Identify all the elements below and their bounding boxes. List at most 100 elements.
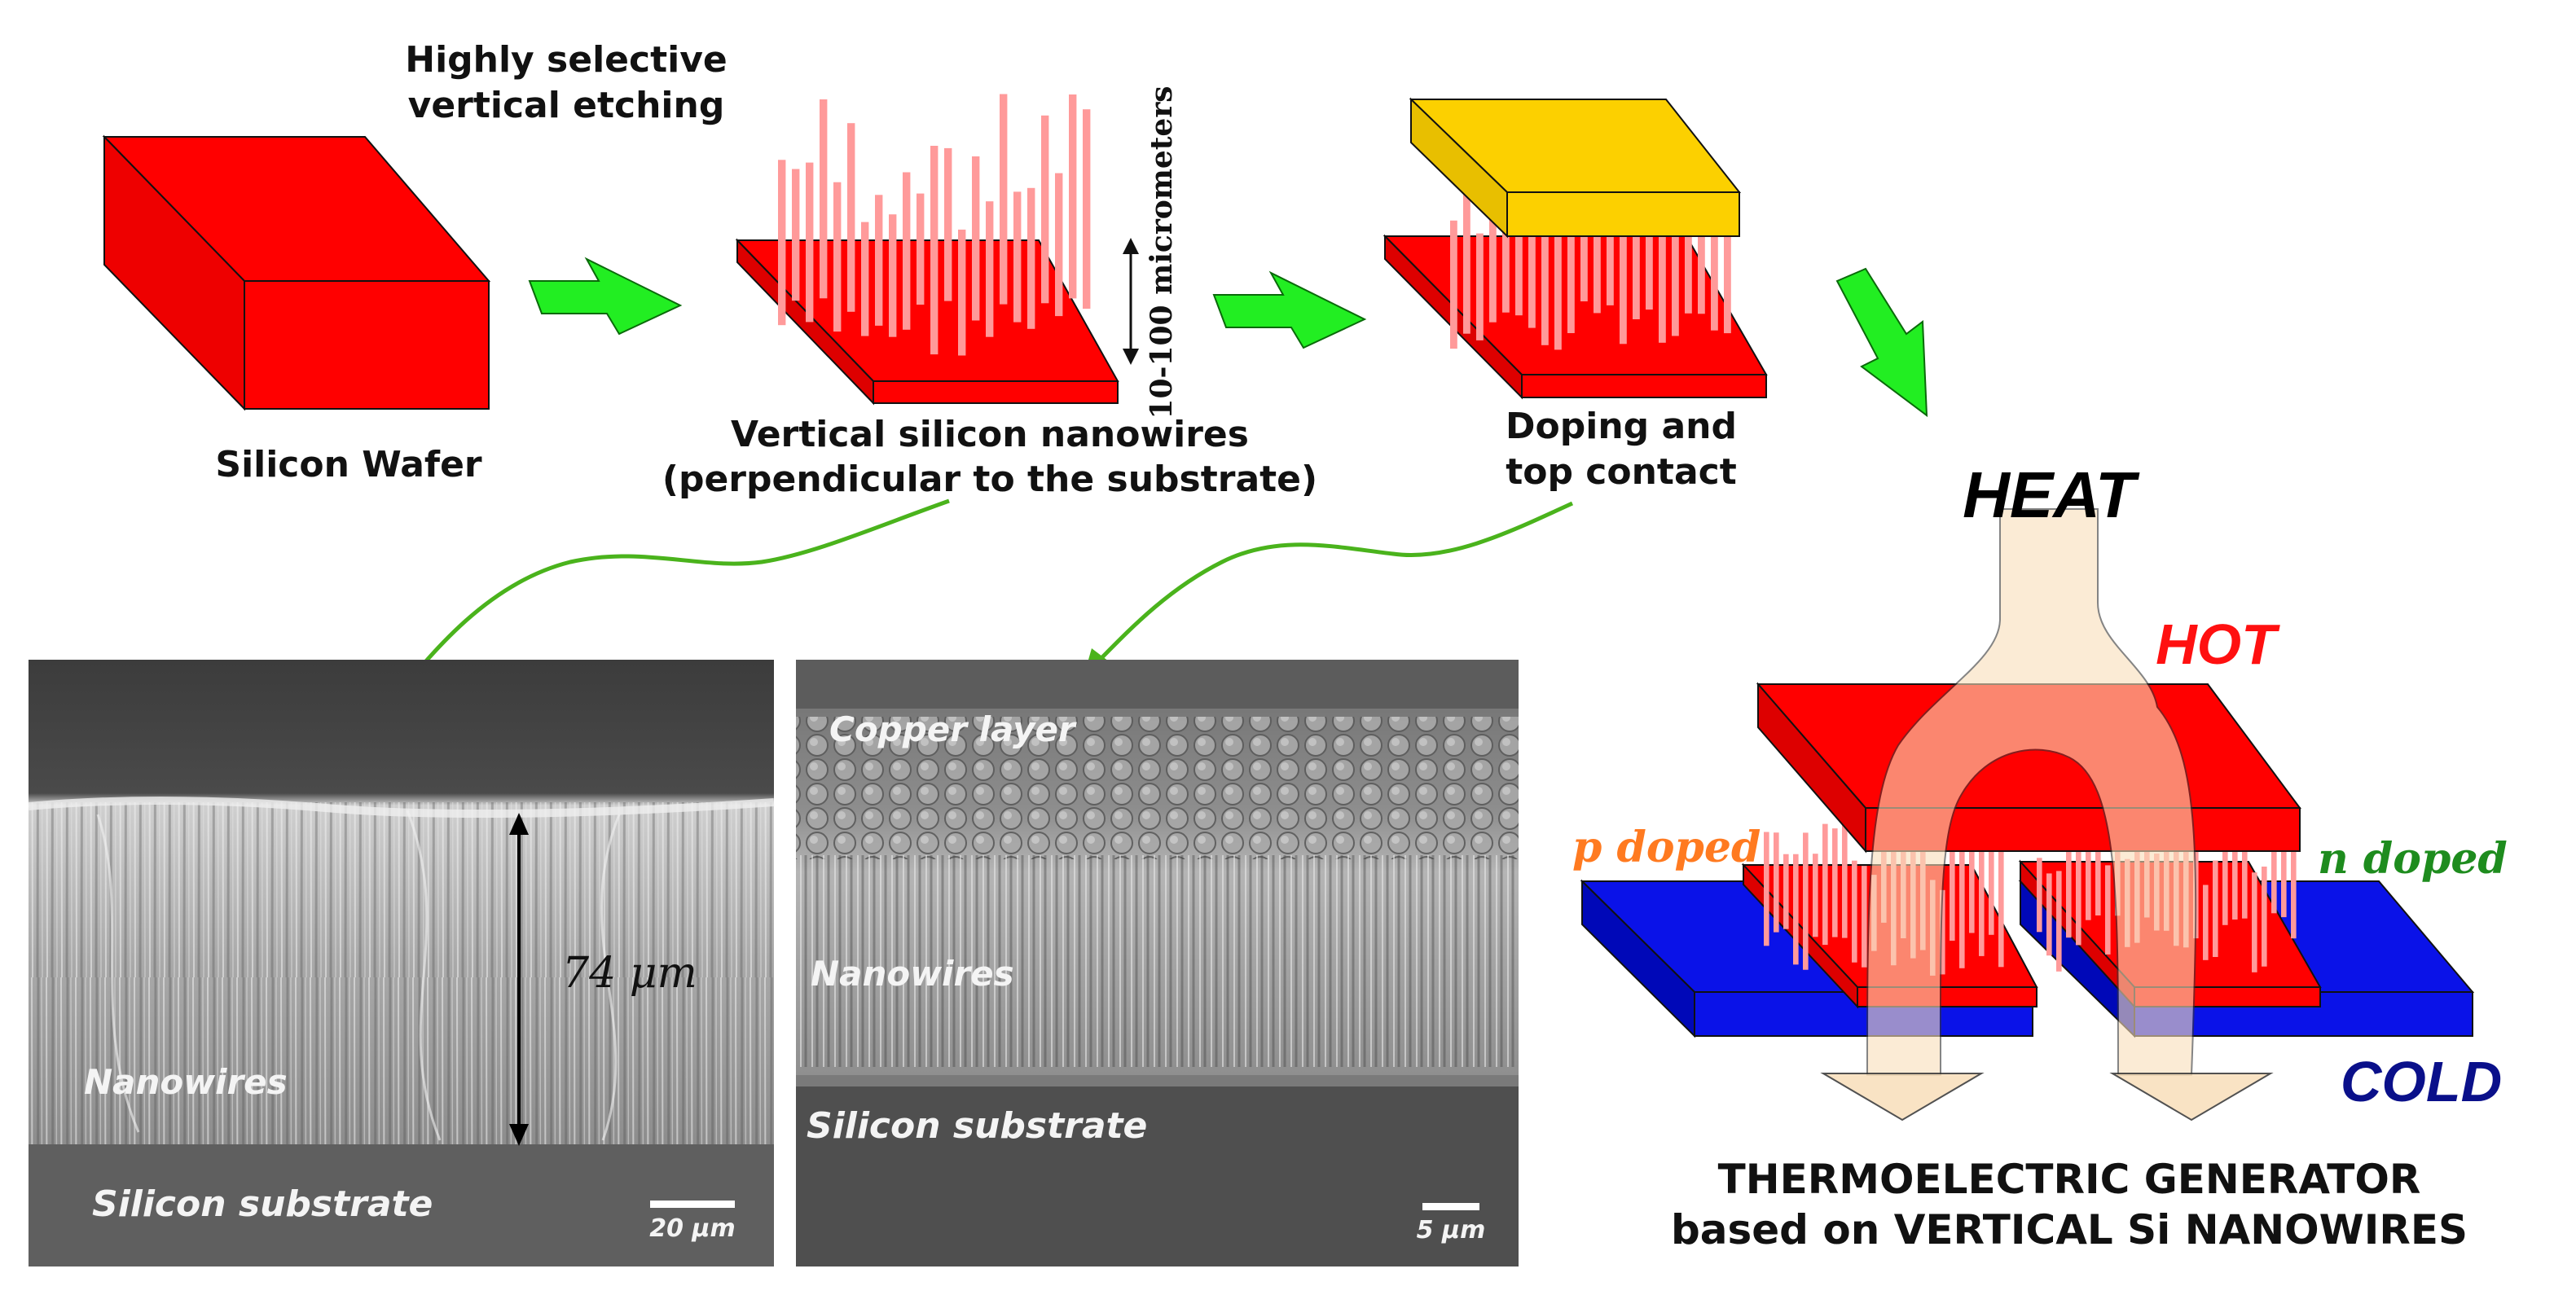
nanowire	[1724, 233, 1731, 334]
nanowire-n-leg	[2242, 813, 2248, 919]
nanowire	[861, 222, 869, 336]
nanowire-n-leg	[2095, 831, 2101, 915]
cold-label: COLD	[2341, 1050, 2502, 1113]
height-label: 10-100 micrometers	[1145, 86, 1179, 419]
nanowire-n-leg	[2066, 829, 2072, 938]
nanowire	[1528, 212, 1536, 328]
teg-nanowire-legs	[1764, 782, 2297, 976]
nanowire	[1659, 236, 1666, 343]
nanowire	[1013, 191, 1022, 323]
nanowire	[820, 99, 828, 299]
nanowire-p-leg	[1989, 814, 1994, 935]
nanowire	[986, 201, 994, 337]
nanowire-n-leg	[2281, 821, 2287, 918]
nanowire	[972, 156, 980, 321]
p-doped-label: p doped	[1572, 823, 1761, 872]
nanowire	[1083, 109, 1091, 309]
nanowire-n-leg	[2271, 792, 2277, 914]
nanowire	[847, 123, 855, 312]
silicon-wafer-block	[102, 134, 491, 411]
nanowire	[1711, 197, 1718, 331]
nanowire-n-leg	[2232, 820, 2238, 920]
nanowire	[1069, 94, 1077, 299]
nanowire	[875, 195, 883, 326]
nanowire-p-leg	[1959, 831, 1965, 968]
nanowire	[1698, 187, 1705, 314]
generator-title-line1: THERMOELECTRIC GENERATOR	[1718, 1156, 2421, 1203]
nanowire-n-leg	[2291, 837, 2297, 939]
nanowire	[1685, 207, 1692, 314]
nanowire-p-leg	[1862, 866, 1867, 968]
nanowire	[944, 147, 952, 301]
nanowire	[833, 182, 842, 332]
sem-image-left	[28, 660, 775, 1266]
nanowire	[1633, 228, 1640, 319]
nanowire-p-leg	[1950, 842, 1955, 941]
connector-curve-right	[1082, 501, 1574, 683]
nanowire-p-leg	[1842, 818, 1848, 938]
nanowire-p-leg	[1969, 833, 1975, 933]
nanowire-p-leg	[1783, 854, 1789, 929]
nanowire-array-step3	[1450, 162, 1731, 350]
nanowires-label-line2: (perpendicular to the substrate)	[662, 459, 1317, 500]
nanowire-p-leg	[1832, 828, 1838, 937]
gold-top-contact	[1409, 97, 1742, 239]
nanowire	[1580, 195, 1588, 301]
sem-image-right	[796, 660, 1519, 1266]
nanowire	[930, 146, 939, 355]
nanowire	[917, 193, 925, 305]
heat-flow	[1820, 508, 2274, 1122]
nanowire-n-leg	[2076, 833, 2081, 946]
nanowire	[1055, 173, 1063, 317]
nanowire-n-leg	[2213, 860, 2218, 957]
nanowire	[1450, 220, 1457, 349]
height-indicator	[1123, 238, 1139, 365]
nanowire	[1041, 115, 1049, 304]
nanowire-n-leg	[2046, 873, 2052, 956]
nanowire	[1027, 187, 1035, 329]
nanowire-p-leg	[1764, 832, 1769, 946]
nanowire-n-leg	[2262, 867, 2267, 967]
nanowire-p-leg	[1979, 824, 1985, 956]
nanowire	[889, 214, 897, 337]
nanowire	[1594, 222, 1601, 314]
sem-right-copper-label: Copper layer	[829, 709, 1077, 749]
heat-label: HEAT	[1963, 459, 2140, 531]
nanowire-array-step2	[778, 94, 1091, 356]
nanowire-n-leg	[2056, 871, 2062, 972]
nanowire	[1554, 231, 1562, 350]
nanowire	[1000, 94, 1008, 305]
nanowire	[778, 160, 786, 326]
nanowires-label-line1: Vertical silicon nanowires	[731, 414, 1249, 455]
nanowire	[1541, 197, 1549, 345]
nanowire-p-leg	[1852, 860, 1857, 963]
nanowire-substrate	[735, 238, 1119, 406]
etching-label-line2: vertical etching	[408, 85, 725, 126]
nanowire	[1502, 210, 1510, 313]
nanowire-p-leg	[1998, 839, 2004, 968]
doped-substrate	[1383, 234, 1768, 400]
n-doped-label: n doped	[2318, 834, 2508, 884]
sem-left-scalebar-label: 20 μm	[649, 1214, 736, 1243]
sem-left-substrate-label: Silicon substrate	[92, 1183, 433, 1225]
hot-label: HOT	[2156, 612, 2280, 676]
sem-right-nanowires-label: Nanowires	[811, 954, 1014, 994]
doping-label-line2: top contact	[1506, 451, 1737, 493]
sem-right-scalebar-label: 5 μm	[1417, 1216, 1486, 1245]
nanowire-n-leg	[2252, 872, 2257, 972]
nanowire	[958, 229, 966, 356]
nanowire	[1515, 162, 1523, 316]
nanowire	[1646, 183, 1653, 310]
nanowire	[1489, 217, 1497, 323]
nanowire-p-leg	[1803, 832, 1809, 970]
sem-left-length-label: 74 μm	[562, 949, 697, 998]
nanowire-p-leg	[1813, 854, 1818, 937]
process-arrow-1	[528, 257, 683, 336]
nanowire	[903, 172, 911, 330]
nanowire	[1620, 216, 1627, 345]
etching-label-line1: Highly selective	[405, 39, 727, 81]
nanowire-n-leg	[2086, 814, 2091, 920]
nanowire-n-leg	[2037, 858, 2042, 933]
nanowire-n-leg	[2203, 885, 2209, 960]
